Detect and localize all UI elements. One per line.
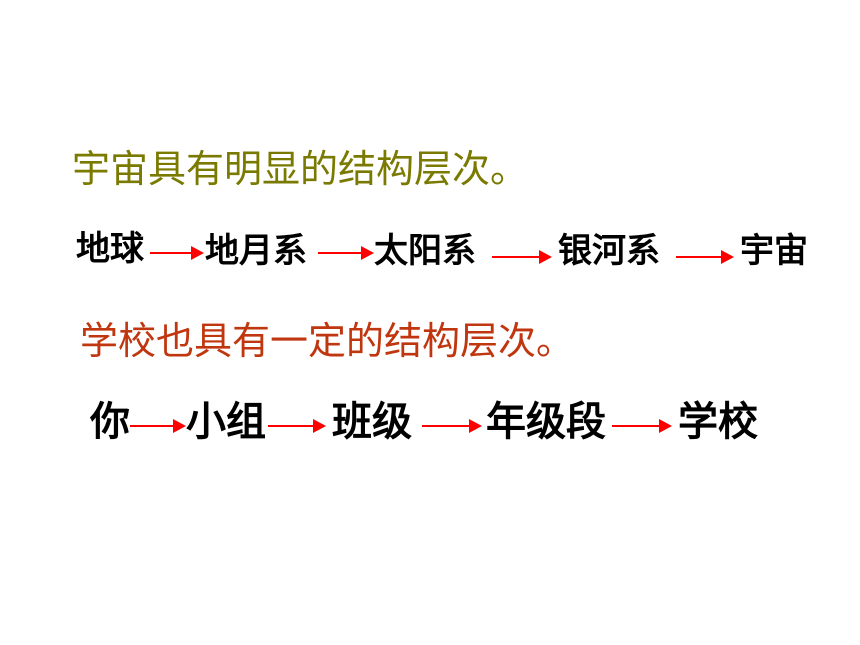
chain-arrow [612,419,672,433]
chain-node-solar-system: 太阳系 [374,231,476,271]
chain-arrow [676,250,734,264]
chain-arrow [492,250,552,264]
chain-node-earth: 地球 [76,229,144,269]
chain-node-you: 你 [90,399,130,445]
chain-arrow [422,419,482,433]
chain-node-earth-moon-system: 地月系 [205,231,307,271]
universe-structure-heading: 宇宙具有明显的结构层次。 [72,147,529,191]
chain-arrow [318,246,374,260]
chain-node-group: 小组 [186,399,266,445]
chain-node-class: 班级 [332,399,412,445]
chain-arrow [150,246,204,260]
chain-node-universe: 宇宙 [740,231,808,271]
school-structure-heading: 学校也具有一定的结构层次。 [80,319,575,363]
chain-arrow [130,419,186,433]
chain-node-grade-level: 年级段 [486,399,606,445]
chain-node-school: 学校 [678,399,758,445]
chain-arrow [268,419,326,433]
chain-node-galaxy: 银河系 [558,231,660,271]
